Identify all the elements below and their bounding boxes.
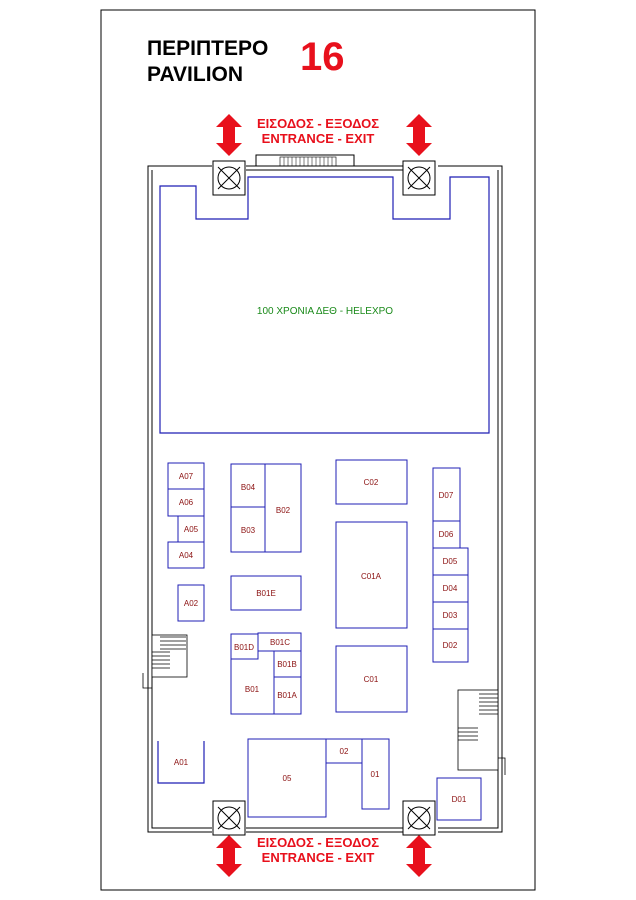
revolving-door-icon bbox=[402, 160, 436, 196]
staircase-icon bbox=[457, 689, 506, 775]
main-hall-label: 100 ΧΡΟΝΙΑ ΔΕΘ - HELEXPO bbox=[257, 306, 393, 317]
booth-B03[interactable]: B03 bbox=[230, 506, 266, 553]
booth-D01[interactable]: D01 bbox=[436, 777, 482, 821]
booth-label: D01 bbox=[452, 795, 467, 804]
booth-label: D05 bbox=[443, 557, 458, 566]
booth-05[interactable]: 05 bbox=[247, 738, 327, 818]
booth-label: D02 bbox=[443, 641, 458, 650]
pavilion-number: 16 bbox=[300, 35, 345, 79]
entrance-top-english: ENTRANCE - EXIT bbox=[262, 131, 375, 146]
main-hall-outline bbox=[159, 176, 490, 434]
booth-label: C02 bbox=[364, 478, 379, 487]
booth-A06[interactable]: A06 bbox=[167, 488, 205, 517]
booth-B01C[interactable]: B01C bbox=[257, 632, 302, 652]
booth-C02[interactable]: C02 bbox=[335, 459, 408, 505]
revolving-door-icon bbox=[212, 160, 246, 196]
booth-D03[interactable]: D03 bbox=[432, 601, 469, 630]
revolving-door-icon bbox=[402, 800, 436, 836]
booth-label: B01D bbox=[234, 643, 254, 652]
booth-label: B02 bbox=[276, 506, 291, 515]
booth-A05[interactable]: A05 bbox=[177, 515, 205, 543]
entrance-bottom-english: ENTRANCE - EXIT bbox=[262, 850, 375, 865]
booth-D02[interactable]: D02 bbox=[432, 628, 469, 663]
double-arrow-icon bbox=[216, 835, 242, 877]
booth-label: 05 bbox=[283, 774, 292, 783]
booth-label: A07 bbox=[179, 472, 194, 481]
booth-B02[interactable]: B02 bbox=[264, 463, 302, 553]
booth-label: A05 bbox=[184, 525, 199, 534]
booth-B04[interactable]: B04 bbox=[230, 463, 266, 508]
booth-D06[interactable]: D06 bbox=[432, 520, 461, 549]
booth-B01A[interactable]: B01A bbox=[273, 676, 302, 715]
booth-A07[interactable]: A07 bbox=[167, 462, 205, 490]
booth-label: A01 bbox=[174, 758, 189, 767]
booth-label: D03 bbox=[443, 611, 458, 620]
booth-label: 02 bbox=[340, 747, 349, 756]
booth-A04[interactable]: A04 bbox=[167, 541, 205, 569]
booth-label: B01E bbox=[256, 589, 276, 598]
double-arrow-icon bbox=[216, 114, 242, 156]
booth-label: D06 bbox=[439, 530, 454, 539]
title-english: PAVILION bbox=[147, 63, 243, 86]
booth-D05[interactable]: D05 bbox=[432, 547, 469, 576]
booth-label: B04 bbox=[241, 483, 256, 492]
booth-label: B01 bbox=[245, 685, 260, 694]
booth-C01[interactable]: C01 bbox=[335, 645, 408, 713]
booth-B01E[interactable]: B01E bbox=[230, 575, 302, 611]
booth-label: B03 bbox=[241, 526, 256, 535]
booth-label: C01A bbox=[361, 572, 382, 581]
double-arrow-icon bbox=[406, 114, 432, 156]
booth-D07[interactable]: D07 bbox=[432, 467, 461, 522]
booth-label: 01 bbox=[371, 770, 380, 779]
booth-label: B01C bbox=[270, 638, 290, 647]
booth-B01[interactable]: B01 bbox=[230, 650, 275, 715]
staircase-icon bbox=[142, 634, 188, 689]
booth-label: C01 bbox=[364, 675, 379, 684]
revolving-door-icon bbox=[212, 800, 246, 836]
booth-label: B01B bbox=[277, 660, 297, 669]
double-arrow-icon bbox=[406, 835, 432, 877]
booth-label: A02 bbox=[184, 599, 199, 608]
booth-D04[interactable]: D04 bbox=[432, 574, 469, 603]
booth-label: A04 bbox=[179, 551, 194, 560]
building-walls bbox=[147, 154, 503, 833]
booth-A02[interactable]: A02 bbox=[177, 584, 205, 622]
booth-C01A[interactable]: C01A bbox=[335, 521, 408, 629]
entrance-top-greek: ΕΙΣΟΔΟΣ - ΕΞΟΔΟΣ bbox=[257, 116, 379, 131]
booth-label: D07 bbox=[439, 491, 454, 500]
booth-01[interactable]: 01 bbox=[361, 738, 390, 810]
title-greek: ΠΕΡΙΠΤΕΡΟ bbox=[147, 37, 268, 60]
booth-02[interactable]: 02 bbox=[325, 738, 363, 764]
booth-A01[interactable]: A01 bbox=[157, 741, 205, 784]
booth-B01B[interactable]: B01B bbox=[273, 650, 302, 678]
booth-label: B01A bbox=[277, 691, 297, 700]
booth-label: D04 bbox=[443, 584, 458, 593]
booth-B01D[interactable]: B01D bbox=[230, 633, 259, 660]
booth-label: A06 bbox=[179, 498, 194, 507]
entrance-bottom-greek: ΕΙΣΟΔΟΣ - ΕΞΟΔΟΣ bbox=[257, 835, 379, 850]
